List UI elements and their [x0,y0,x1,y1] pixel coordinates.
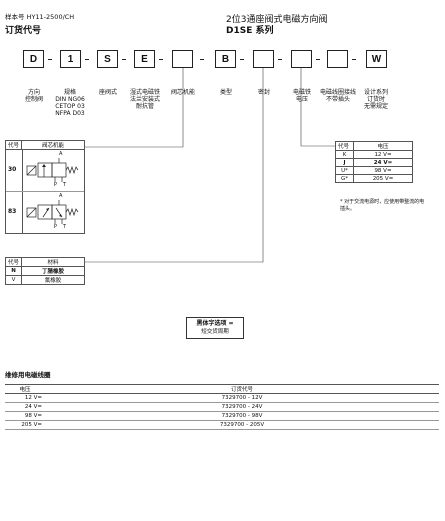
legend-line-short-delivery: 短交货周期 [201,329,229,335]
coil-voltage: 98 V= [5,411,45,421]
coil-order-code: 7329700 - 12V [45,393,439,403]
port-a-83: A [59,193,63,199]
code-separator [200,59,204,60]
coil-voltage: 12 V= [5,393,45,403]
product-title: 2位3通座阀式电磁方向阀 [226,15,328,25]
label-voltage: 电磁铁 电压 [292,89,311,103]
code-box-spool [172,50,193,68]
table-row: 98 V= 7329700 - 98V [5,411,439,421]
material-table: 代号 材料 N 丁腈橡胶 V 氟橡胶 [5,257,85,285]
code-separator [85,59,89,60]
code-separator [316,59,320,60]
port-p-83: P [54,224,58,230]
legend-box: 黑体字选项 = 短交货周期 [186,317,244,339]
table-row: 12 V= 7329700 - 12V [5,393,439,403]
legend-line-bold: 黑体字选项 = [196,320,234,327]
code-box-design: W [366,50,387,68]
table-row: 24 V= 7329700 - 24V [5,402,439,412]
coil-voltage: 205 V= [5,420,45,430]
voltage-table-header-code: 代号 [335,141,354,151]
voltage-value-j: 24 V= [353,158,413,167]
code-separator [159,59,163,60]
code-separator [122,59,126,60]
coil-table: 电压 订货代号 12 V= 7329700 - 12V 24 V= 732970… [5,384,439,430]
table-row: 205 V= 7329700 - 205V [5,420,439,430]
material-table-header-code: 代号 [5,257,22,267]
code-box-connection [327,50,348,68]
coil-order-code: 7329700 - 24V [45,402,439,412]
code-box-seal [253,50,274,68]
voltage-value-u: 98 V= [353,166,413,175]
voltage-footnote: * 对于交流电源时，应使用带整流的电插头。 [340,199,425,212]
material-code-v: V [5,275,22,285]
order-code-title: 订货代号 [5,26,42,36]
code-box-seat: S [97,50,118,68]
label-seal: 密封 [257,89,270,96]
spool-table-header-code: 代号 [5,140,22,150]
label-seat: 座阀式 [98,89,117,96]
material-value-n: 丁腈橡胶 [21,266,85,276]
valve-symbol-83 [26,200,79,224]
voltage-code-j: J [335,158,354,167]
coil-section-title: 维修用电磁线圈 [5,371,51,379]
valve-symbol-30 [26,158,79,182]
port-p-30: P [54,182,58,188]
port-a-30: A [59,151,63,157]
port-t-83: T [63,224,67,230]
coil-order-code: 7329700 - 98V [45,411,439,421]
coil-order-code: 7329700 - 205V [45,420,439,430]
series-title: D1SE 系列 [226,26,274,36]
code-box-size: 1 [60,50,81,68]
material-value-v: 氟橡胶 [21,275,85,285]
label-connection: 电磁线圈接线 不带插头 [319,89,356,103]
voltage-value-k: 12 V= [353,150,413,159]
label-size: 规格 DIN NG06 CETOP 03 NFPA D03 [55,89,85,117]
code-box-type: B [215,50,236,68]
code-separator [240,59,244,60]
label-design: 设计系列 订货时 无需规定 [363,89,388,110]
voltage-table: 代号 电压 K 12 V= J 24 V= U* 98 V= G* 205 V= [335,141,413,183]
material-table-header-material: 材料 [21,257,85,267]
label-direction: 方向 控制阀 [24,89,43,103]
connector-lines [84,68,335,263]
coil-voltage: 24 V= [5,402,45,412]
voltage-code-g: G* [335,174,354,183]
voltage-table-header-voltage: 电压 [353,141,413,151]
spool-table: 代号 阀芯机能 30 83 A P T [5,140,85,234]
voltage-code-k: K [335,150,354,159]
code-separator [48,59,52,60]
spool-code-83: 83 [8,208,17,215]
material-code-n: N [5,266,22,276]
code-box-solenoid: E [134,50,155,68]
voltage-value-g: 205 V= [353,174,413,183]
code-box-voltage [291,50,312,68]
code-separator [352,59,356,60]
spool-code-30: 30 [8,166,17,173]
port-t-30: T [63,182,67,188]
label-type: 类型 [219,89,232,96]
label-solenoid: 湿式电磁铁 法兰安装式 耐抗管 [129,89,160,110]
spool-table-header-function: 阀芯机能 [21,140,85,150]
sample-number: 样本号 HY11-2500/CH [5,13,75,21]
code-box-direction: D [23,50,44,68]
coil-header-voltage: 电压 [5,384,45,394]
code-separator [278,59,282,60]
coil-header-order: 订货代号 [45,384,439,394]
voltage-code-u: U* [335,166,354,175]
